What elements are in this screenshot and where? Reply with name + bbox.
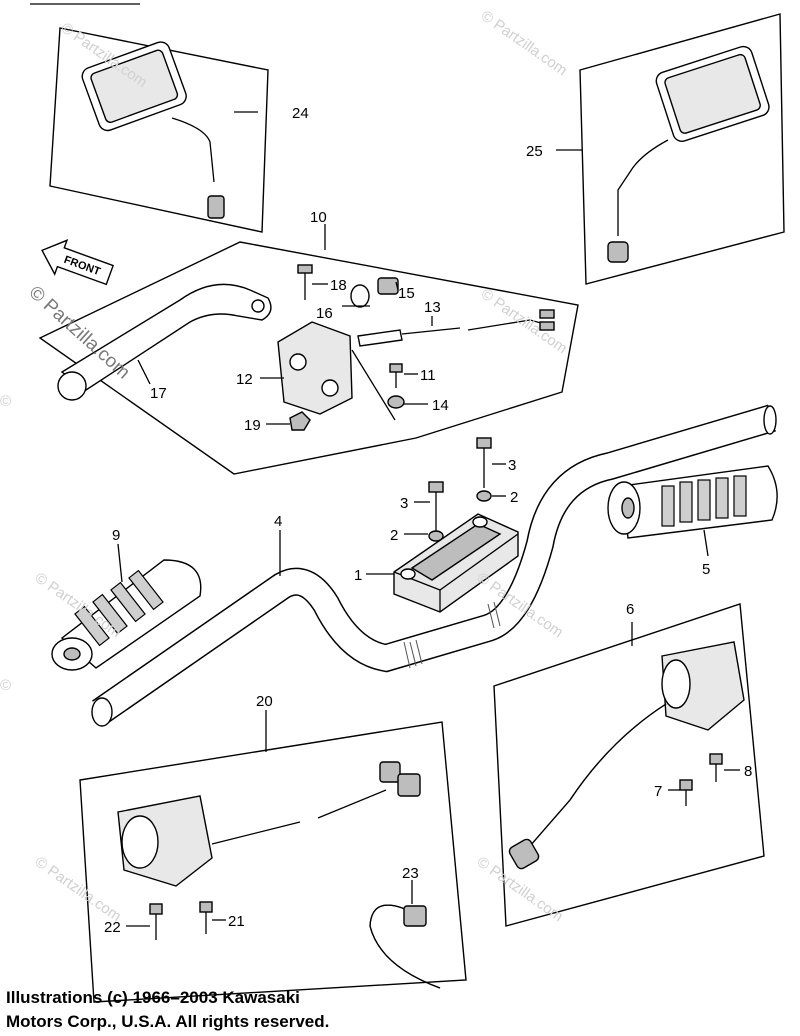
holder-12 [277,321,353,415]
part-label-15: 15 [398,285,415,302]
part-label-2-right: 2 [510,489,518,506]
lever-17 [60,283,272,391]
watermark-text: © Partzilla.com [32,853,125,925]
part-label-23: 23 [402,865,419,882]
copyright-line-2: Motors Corp., U.S.A. All rights reserved… [6,1012,330,1031]
handlebar-4 [91,404,777,727]
part-label-24: 24 [292,105,309,122]
copyright-line-1: Illustrations (c) 1966–2003 Kawasaki [6,988,300,1007]
part-label-9: 9 [112,527,120,544]
mirror-24-group [49,27,269,233]
part-label-20: 20 [256,693,273,710]
clutch-lever-assembly-10 [38,224,579,475]
watermark-symbol: © [0,677,11,694]
part-label-6: 6 [626,601,634,618]
band-23 [369,880,441,989]
part-label-16: 16 [316,305,333,322]
part-label-19: 19 [244,417,261,434]
copyright-notice: Illustrations (c) 1966–2003 Kawasaki Mot… [6,986,329,1034]
mirror-25-group [556,13,785,285]
switch-housing-6 [493,603,765,927]
part-label-10: 10 [310,209,327,226]
part-label-2-left: 2 [390,527,398,544]
part-label-8: 8 [744,763,752,780]
part-label-11: 11 [420,367,436,384]
front-arrow: FRONT [41,239,115,286]
part-label-5: 5 [702,561,710,578]
watermark-text: © Partzilla.com [478,7,571,79]
part-label-13: 13 [424,299,441,316]
mirror-25-part [655,45,770,142]
part-label-17: 17 [150,385,167,402]
handlebar-holder-1 [366,437,519,613]
assembly-10-box [38,241,579,475]
watermark-text: © Partzilla.com [478,285,571,357]
part-label-21: 21 [228,913,245,930]
part-label-22: 22 [104,919,121,936]
mirror-25-box [579,13,785,285]
part-label-3-right: 3 [508,457,516,474]
part-label-12: 12 [236,371,253,388]
part-label-25: 25 [526,143,543,160]
part-label-3-left: 3 [400,495,408,512]
part-label-1: 1 [354,567,362,584]
watermark-symbol: © [0,393,11,410]
part-label-18: 18 [330,277,347,294]
part-label-4: 4 [274,513,282,530]
assembly-6-box [493,603,765,927]
part-label-14: 14 [432,397,449,414]
part-label-7: 7 [654,783,662,800]
watermarks: © Partzilla.com © Partzilla.com © Partzi… [0,7,570,925]
mirror-24-part [81,41,187,132]
grip-9 [51,543,202,671]
switch-20 [79,710,467,1003]
mirror-24-box [49,27,269,233]
part-labels: 1 2 2 3 3 4 5 6 7 8 9 10 11 12 13 14 15 … [104,105,752,936]
grip-5 [607,465,778,557]
assembly-20-box [79,721,467,1003]
